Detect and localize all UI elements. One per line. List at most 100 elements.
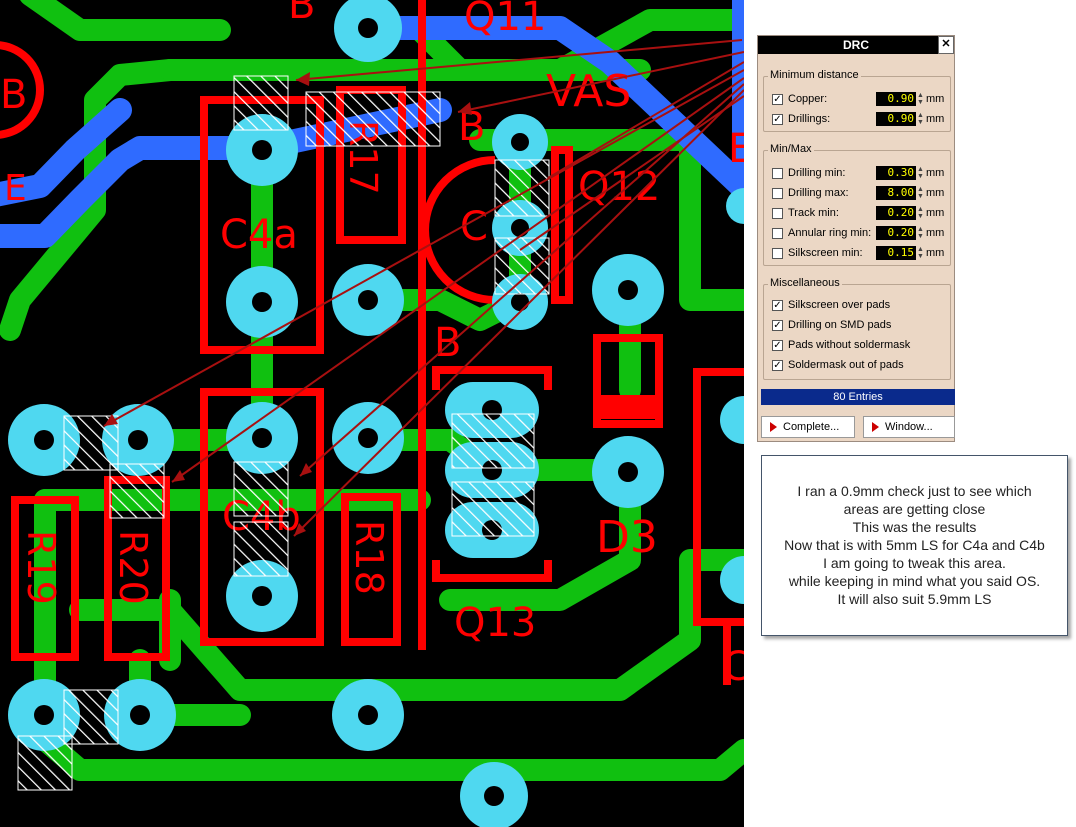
entries-count-bar[interactable]: 80 Entries [761, 389, 955, 405]
track-min-row[interactable]: Track min: [772, 205, 839, 221]
silkscreen-over-pads-checkbox[interactable]: ✓ [772, 299, 783, 311]
drillings-spin-icon[interactable]: ▲▼ [917, 112, 924, 126]
pcb-layout-view[interactable]: B Q11 VAS B E B R17 C4a C Q12 B C4b R18 … [0, 0, 744, 827]
silkscreen-min-label: Silkscreen min: [788, 247, 863, 259]
annular-ring-min-spin-icon[interactable]: ▲▼ [917, 226, 924, 240]
drillings-checkbox[interactable]: ✓ [772, 113, 783, 125]
drilling-on-smd-pads-label: Drilling on SMD pads [788, 319, 892, 331]
track-min-checkbox[interactable] [772, 207, 783, 219]
soldermask-out-of-pads-row[interactable]: ✓ Soldermask out of pads [772, 357, 904, 373]
copper-label: Copper: [788, 93, 828, 105]
label-d3: D3 [596, 512, 658, 563]
drillings-label: Drillings: [788, 113, 831, 125]
drc-dialog: DRC ✕ Minimum distance ✓ Copper: 0.90 ▲▼… [757, 35, 955, 442]
close-icon[interactable]: ✕ [938, 36, 954, 54]
pads-without-soldermask-label: Pads without soldermask [788, 339, 911, 351]
label-b-q13: B [434, 320, 461, 366]
label-q11: Q11 [464, 0, 546, 40]
note-line: I am going to tweak this area. [823, 555, 1006, 571]
silkscreen-min-row[interactable]: Silkscreen min: [772, 245, 863, 261]
label-c4a: C4a [220, 212, 298, 258]
silkscreen-over-pads-label: Silkscreen over pads [788, 299, 891, 311]
drillings-row[interactable]: ✓ Drillings: [772, 111, 830, 127]
drilling-max-label: Drilling max: [788, 187, 849, 199]
play-icon [770, 422, 777, 432]
annular-ring-min-value[interactable]: 0.20 [876, 226, 916, 240]
label-e-right-top: E [728, 126, 744, 172]
annular-ring-min-unit: mm [926, 227, 945, 239]
track-min-unit: mm [926, 207, 945, 219]
silkscreen-min-checkbox[interactable] [772, 247, 783, 259]
silkscreen-over-pads-row[interactable]: ✓ Silkscreen over pads [772, 297, 890, 313]
track-min-spin-icon[interactable]: ▲▼ [917, 206, 924, 220]
drilling-min-unit: mm [926, 167, 945, 179]
label-r20: R20 [111, 530, 155, 605]
drilling-max-spin-icon[interactable]: ▲▼ [917, 186, 924, 200]
drillings-unit: mm [926, 113, 945, 125]
pads-without-soldermask-checkbox[interactable]: ✓ [772, 339, 783, 351]
drc-arrowheads [104, 72, 472, 536]
drilling-on-smd-pads-checkbox[interactable]: ✓ [772, 319, 783, 331]
drc-title: DRC [843, 38, 869, 52]
copper-checkbox[interactable]: ✓ [772, 93, 783, 105]
window-button[interactable]: Window... [863, 416, 955, 438]
label-r18: R18 [347, 520, 391, 595]
label-b-top: B [288, 0, 315, 28]
drillings-value[interactable]: 0.90 [876, 112, 916, 126]
track-min-label: Track min: [788, 207, 839, 219]
window-button-label: Window... [885, 421, 933, 433]
note-line: This was the results [852, 519, 977, 535]
label-e-left: E [4, 168, 27, 209]
drilling-min-value[interactable]: 0.30 [876, 166, 916, 180]
drilling-min-checkbox[interactable] [772, 167, 783, 179]
min-distance-group: Minimum distance ✓ Copper: 0.90 ▲▼ mm ✓ … [763, 69, 951, 132]
note-line: It will also suit 5.9mm LS [837, 591, 992, 607]
drilling-min-row[interactable]: Drilling min: [772, 165, 845, 181]
drilling-on-smd-pads-row[interactable]: ✓ Drilling on SMD pads [772, 317, 891, 333]
copper-spin-icon[interactable]: ▲▼ [917, 92, 924, 106]
silkscreen-labels: B Q11 VAS B E B R17 C4a C Q12 B C4b R18 … [0, 0, 744, 690]
drc-violation-markers[interactable] [17, 75, 550, 791]
note-line: Now that is with 5mm LS for C4a and C4b [784, 537, 1045, 553]
drilling-max-checkbox[interactable] [772, 187, 783, 199]
label-c-q12: C [460, 204, 488, 250]
miscellaneous-title: Miscellaneous [768, 277, 842, 289]
label-c-right-bottom: C [722, 644, 744, 690]
note-line: while keeping in mind what you said OS. [788, 573, 1041, 589]
drill-holes [34, 18, 638, 806]
drc-arrows [103, 39, 744, 537]
play-icon [872, 422, 879, 432]
note-line: areas are getting close [843, 501, 986, 517]
silkscreen-min-value[interactable]: 0.15 [876, 246, 916, 260]
min-max-group: Min/Max Drilling min: 0.30 ▲▼ mm Drillin… [763, 143, 951, 266]
drc-titlebar: DRC ✕ [758, 36, 954, 54]
pads-without-soldermask-row[interactable]: ✓ Pads without soldermask [772, 337, 910, 353]
track-min-value[interactable]: 0.20 [876, 206, 916, 220]
pcb-canvas: B Q11 VAS B E B R17 C4a C Q12 B C4b R18 … [0, 0, 744, 827]
diode-cathode-band [597, 395, 659, 419]
drilling-min-spin-icon[interactable]: ▲▼ [917, 166, 924, 180]
min-distance-title: Minimum distance [768, 69, 861, 81]
annular-ring-min-checkbox[interactable] [772, 227, 783, 239]
soldermask-out-of-pads-checkbox[interactable]: ✓ [772, 359, 783, 371]
annular-ring-min-row[interactable]: Annular ring min: [772, 225, 871, 241]
copper-unit: mm [926, 93, 945, 105]
annular-ring-min-label: Annular ring min: [788, 227, 872, 239]
copper-value[interactable]: 0.90 [876, 92, 916, 106]
copper-row[interactable]: ✓ Copper: [772, 91, 827, 107]
label-b-left: B [0, 72, 27, 118]
drilling-max-unit: mm [926, 187, 945, 199]
silkscreen-min-spin-icon[interactable]: ▲▼ [917, 246, 924, 260]
note-line: I ran a 0.9mm check just to see which [797, 483, 1032, 499]
soldermask-out-of-pads-label: Soldermask out of pads [788, 359, 904, 371]
drilling-min-label: Drilling min: [788, 167, 846, 179]
complete-button-label: Complete... [783, 421, 840, 433]
complete-button[interactable]: Complete... [761, 416, 855, 438]
silkscreen-min-unit: mm [926, 247, 945, 259]
miscellaneous-group: Miscellaneous ✓ Silkscreen over pads ✓ D… [763, 277, 951, 380]
drilling-max-value[interactable]: 8.00 [876, 186, 916, 200]
min-max-title: Min/Max [768, 143, 814, 155]
drilling-max-row[interactable]: Drilling max: [772, 185, 849, 201]
annotation-note: I ran a 0.9mm check just to see which ar… [761, 455, 1068, 636]
label-r19: R19 [19, 530, 63, 605]
